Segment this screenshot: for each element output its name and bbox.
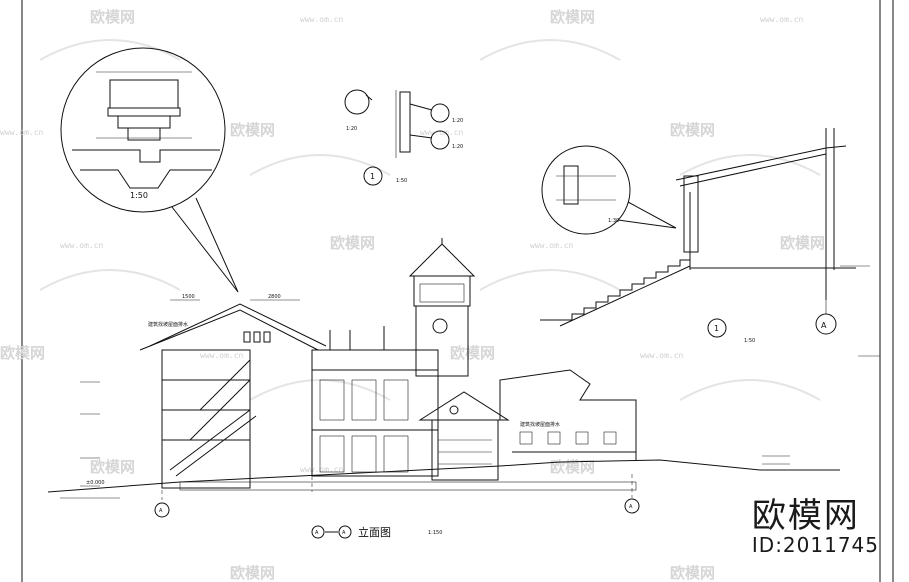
watermark-tile: www.om.cn (300, 15, 344, 24)
svg-text:www.om.cn: www.om.cn (530, 241, 574, 250)
svg-text:www.om.cn: www.om.cn (60, 241, 104, 250)
watermark-tile: www.om.cn (760, 15, 804, 24)
watermark-tile: 欧模网 (230, 121, 275, 139)
watermark-tile: 欧模网 (90, 8, 135, 26)
small-details-group: 1:20 1:20 1:20 1 1:50 (344, 89, 463, 186)
brand-logo: 欧模网 (751, 496, 860, 537)
canopy-detail-callout: 1:30 (541, 145, 677, 235)
svg-text:www.om.cn: www.om.cn (420, 128, 464, 137)
dim-top-right: 2800 (268, 294, 281, 300)
svg-text:www.om.cn: www.om.cn (0, 128, 44, 137)
level-ground: ±0.000 (86, 480, 105, 486)
small-detail-scale-c: 1:20 (452, 144, 463, 150)
stair-axis-label: A (821, 321, 827, 330)
drawing-title-text: 立面图 (358, 525, 391, 539)
stair-detail-scale: 1:50 (744, 338, 755, 344)
main-elevation: 1500 2800 建筑找坡屋面排水 (47, 238, 880, 518)
grid-axis-right: A (629, 504, 633, 510)
drawing-title: A A 立面图 1:150 (311, 525, 442, 539)
svg-text:www.om.cn: www.om.cn (200, 351, 244, 360)
section-from: A (315, 530, 319, 536)
watermark-tile: 欧模网 (450, 344, 495, 362)
watermark-tile: 欧模网 (230, 564, 275, 582)
watermark-tile: 欧模网 (0, 344, 45, 362)
watermark-tile: www.om.cn (200, 351, 244, 360)
watermark-tile: 欧模网 (550, 458, 595, 476)
svg-text:欧模网: 欧模网 (230, 564, 275, 582)
watermark-tile: 欧模网 (550, 8, 595, 26)
grid-axis-left: A (159, 508, 163, 514)
svg-text:欧模网: 欧模网 (450, 344, 495, 362)
svg-text:www.om.cn: www.om.cn (300, 465, 344, 474)
small-detail-index-bubble (363, 166, 383, 186)
brand-watermark: 欧模网 ID:2011745 (752, 499, 879, 556)
tower-clock (432, 318, 448, 334)
svg-text:www.om.cn: www.om.cn (760, 15, 804, 24)
canopy-detail-scale: 1:30 (608, 218, 619, 224)
svg-text:欧模网: 欧模网 (0, 344, 45, 362)
main-scale: 1:150 (428, 530, 442, 536)
watermark-layer: 欧模网 www.om.cn 欧模网 www.om.cn www.om.cn 欧模… (0, 8, 825, 582)
dim-top-left: 1500 (182, 294, 195, 300)
svg-text:欧模网: 欧模网 (670, 564, 715, 582)
watermark-tile: 欧模网 (670, 564, 715, 582)
watermark-tile: 欧模网 (90, 458, 135, 476)
svg-text:欧模网: 欧模网 (550, 458, 595, 476)
small-detail-scale-a: 1:20 (346, 126, 357, 132)
watermark-tile: www.om.cn (640, 351, 684, 360)
eave-detail-callout: 1:50 (60, 47, 239, 293)
watermark-tile: 欧模网 (330, 234, 375, 252)
svg-text:欧模网: 欧模网 (90, 458, 135, 476)
brand-id: ID:2011745 (751, 533, 879, 557)
svg-text:www.om.cn: www.om.cn (640, 351, 684, 360)
svg-text:欧模网: 欧模网 (330, 234, 375, 252)
slope-note-right: 建筑找坡屋面排水 (520, 421, 560, 428)
watermark-tile: www.om.cn (60, 241, 104, 250)
small-detail-scale-b: 1:20 (452, 118, 463, 124)
ground-line (47, 459, 840, 493)
svg-text:欧模网: 欧模网 (230, 121, 275, 139)
tower-roof (408, 243, 476, 277)
watermark-tile: www.om.cn (300, 465, 344, 474)
stair-detail-index: 1 (714, 324, 719, 333)
watermark-tile: www.om.cn (0, 128, 44, 137)
small-detail-index-scale: 1:50 (396, 178, 407, 184)
stair-section: 1 1:50 A (540, 128, 870, 344)
section-to: A (342, 530, 346, 536)
watermark-tile: www.om.cn (530, 241, 574, 250)
svg-text:www.om.cn: www.om.cn (300, 15, 344, 24)
small-detail-index: 1 (370, 172, 375, 181)
svg-text:欧模网: 欧模网 (550, 8, 595, 26)
svg-text:欧模网: 欧模网 (90, 8, 135, 26)
watermark-tile: www.om.cn (420, 128, 464, 137)
svg-text:欧模网: 欧模网 (670, 121, 715, 139)
svg-text:欧模网: 欧模网 (780, 234, 825, 252)
slope-note-left: 建筑找坡屋面排水 (148, 321, 188, 328)
watermark-tile: 欧模网 (780, 234, 825, 252)
eave-detail-scale: 1:50 (130, 191, 148, 200)
watermark-tile: 欧模网 (670, 121, 715, 139)
